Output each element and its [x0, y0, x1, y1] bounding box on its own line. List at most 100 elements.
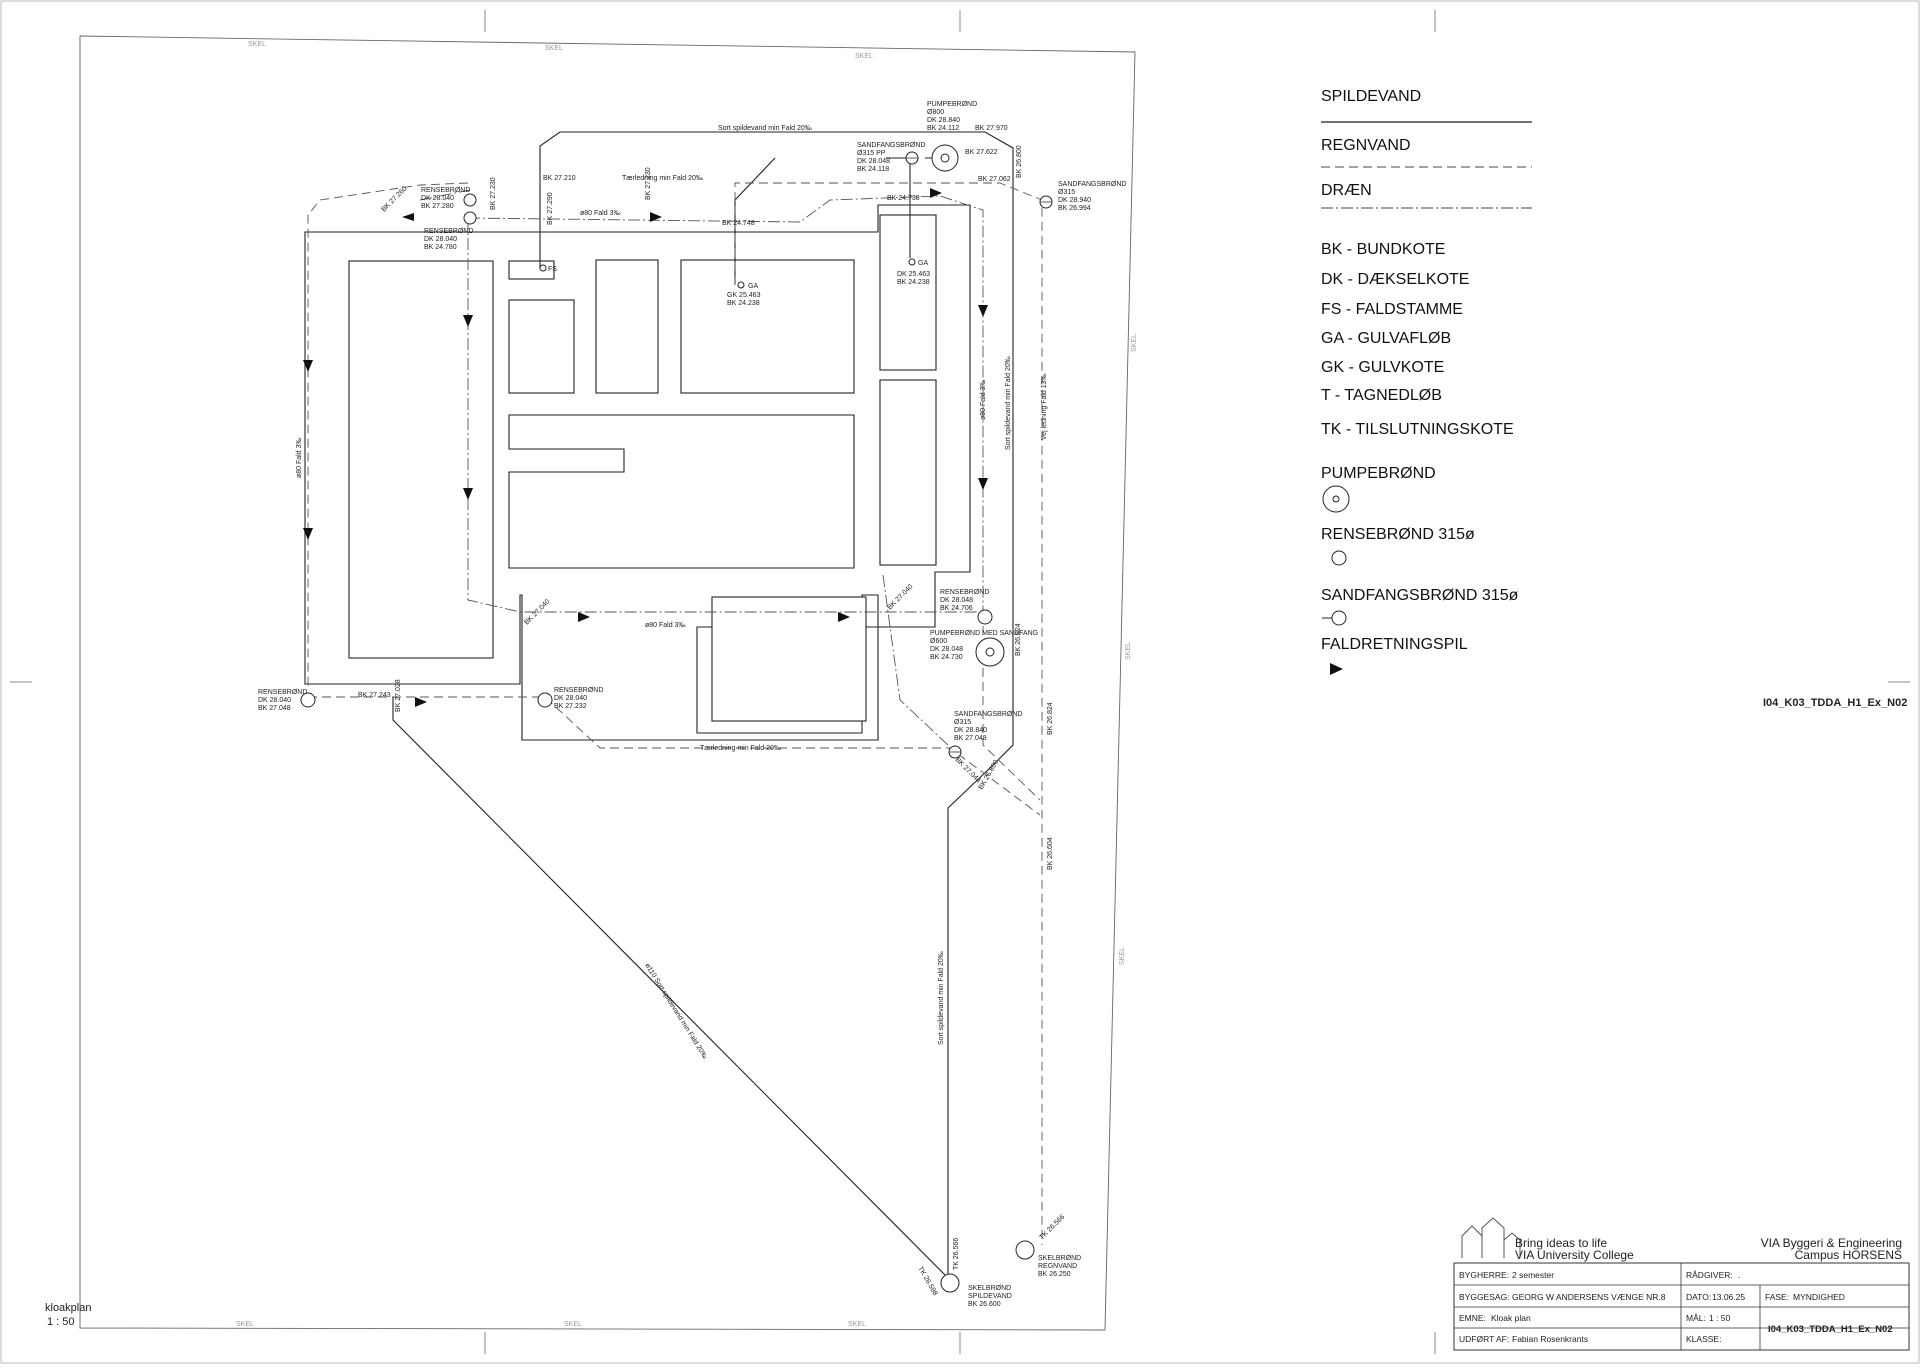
title-block: Bring ideas to life VIA University Colle… [1453, 1217, 1910, 1351]
value-fase: MYNDIGHED [1793, 1292, 1845, 1302]
drawing-text: TK 26.566 [1038, 1214, 1066, 1242]
label-raadgiver: RÅDGIVER: [1686, 1270, 1733, 1280]
skel-label: SKEL [545, 45, 563, 52]
drawing-text: TK 26.566 [953, 1238, 960, 1270]
flow-arrow-icon [578, 612, 590, 622]
value-udfoert: Fabian Rosenkrants [1512, 1334, 1588, 1344]
label-udfoert: UDFØRT AF: [1459, 1334, 1509, 1344]
sand-trap-well-icon [905, 151, 919, 165]
flow-arrow-icon [930, 188, 942, 198]
drawing-text: PUMPEBRØND MED SANDFANG [930, 630, 1038, 637]
drawing-text: BK 27.260 [380, 185, 408, 213]
drawing-text: BK 26.800 [978, 759, 1000, 791]
tagline-1: Bring ideas to life [1515, 1236, 1607, 1250]
abbrev-bk: BK - BUNDKOTE [1321, 241, 1445, 258]
drawing-text: DK 28.040 [554, 695, 587, 702]
room [508, 414, 855, 569]
flow-arrow-icon [463, 488, 473, 500]
property-boundary [79, 35, 1136, 1331]
abbrev-fs: FS - FALDSTAMME [1321, 301, 1463, 318]
drawing-text: BK 27.048 [954, 735, 987, 742]
drawing-text: DK 28.040 [424, 236, 457, 243]
flow-arrow-icon [1330, 663, 1343, 675]
skel-label: SKEL [1119, 947, 1126, 965]
pipe-draen [467, 218, 982, 613]
pipe-spildevand [392, 697, 949, 1279]
room [879, 379, 937, 566]
plan-name: kloakplan [45, 1302, 91, 1314]
rooms [348, 214, 937, 722]
drain-pipes [419, 189, 984, 746]
flow-arrow-icon [978, 305, 988, 317]
label-bygherre: BYGHERRE: [1459, 1270, 1509, 1280]
pipe-label: ø80 Fald 3‰ [580, 210, 620, 217]
pipe-draen [419, 189, 471, 201]
boundary-labels: SKEL SKEL SKEL SKEL SKEL SKEL SKEL SKEL … [236, 41, 1138, 1328]
label-fase: FASE: [1765, 1292, 1789, 1302]
drawing-text: BK 26.824 [1015, 623, 1022, 656]
flow-arrow-icon [838, 612, 850, 622]
drawing-text: BK 27.243 [358, 692, 391, 699]
pump-well-icon [931, 144, 959, 172]
floor-drain-label: GA DK 25.463 BK 24.238 [897, 260, 930, 286]
drawing-text: BK 24.738 [887, 195, 920, 202]
legend-pump-well-label: PUMPEBRØND [1321, 465, 1436, 482]
drawing-text: SANDFANGSBRØND [857, 142, 925, 149]
legend-sand-trap-label: SANDFANGSBRØND 315ø [1321, 587, 1519, 604]
flow-arrow-icon [650, 212, 662, 222]
skel-label: SKEL [848, 1321, 866, 1328]
pipe-regnvand [308, 696, 1041, 816]
drawing-text: DK 28.940 [1058, 197, 1091, 204]
flow-arrow-icon [463, 315, 473, 327]
drawing-text: SKELBRØND [1038, 1255, 1081, 1262]
value-raadgiver: . [1738, 1270, 1740, 1280]
drawing-text: GK 25.463 [727, 292, 761, 299]
pipe-label: Sort spildevand min Fald 20‰ [938, 951, 945, 1045]
drawing-text: DK 28.040 [421, 195, 454, 202]
value-dato: 13.06.25 [1712, 1292, 1745, 1302]
drawing-text: BK 26.600 [968, 1301, 1001, 1308]
room [595, 259, 659, 394]
pipe-label: Vej ledning Fald 13‰ [1041, 373, 1048, 440]
drawing-text: DK 28.840 [954, 727, 987, 734]
inspection-well-icon [463, 211, 477, 225]
pipe-label: Sort spildevand min Fald 20‰ [1005, 356, 1012, 450]
drawing-text: Ø315 [954, 719, 971, 726]
flow-arrow-icon [402, 213, 414, 221]
pipe-label: Tærledning min Fald 20‰ [700, 745, 781, 752]
drawing-text: RENSEBRØND [940, 589, 989, 596]
legend-inspection-well-label: RENSEBRØND 315ø [1321, 526, 1475, 543]
pipe-label: Tærledning min Fald 20‰ [622, 175, 703, 182]
drawing-text: BK 24.112 [927, 125, 959, 132]
drawing-text: DK 28.048 [857, 158, 890, 165]
fs-point-icon [539, 264, 547, 272]
drawing-text: BK 26.800 [1016, 145, 1023, 178]
drawing-code-side: I04_K03_TDDA_H1_Ex_N02 [1763, 697, 1907, 709]
skel-label: SKEL [248, 41, 266, 48]
wells [300, 144, 1053, 1293]
pipe-label: ø80 Fald 3‰ [980, 380, 987, 420]
abbrev-t: T - TAGNEDLØB [1321, 387, 1442, 404]
boundary-well-icon [940, 1273, 960, 1293]
drawing-text: BK 24.118 [857, 166, 889, 173]
drawing-text: GA [748, 283, 758, 290]
drawing-text: Ø315 PP [857, 150, 886, 157]
flow-arrows [303, 188, 988, 707]
fold-marks [10, 10, 1910, 1354]
plan-scale: 1 : 50 [47, 1316, 75, 1328]
flow-arrow-icon [415, 697, 427, 707]
drawing-text: TK 26.598 [916, 1266, 938, 1298]
abbrev-gk: GK - GULVKOTE [1321, 359, 1444, 376]
inspection-well-icon [300, 692, 316, 708]
value-maal: 1 : 50 [1709, 1313, 1731, 1323]
